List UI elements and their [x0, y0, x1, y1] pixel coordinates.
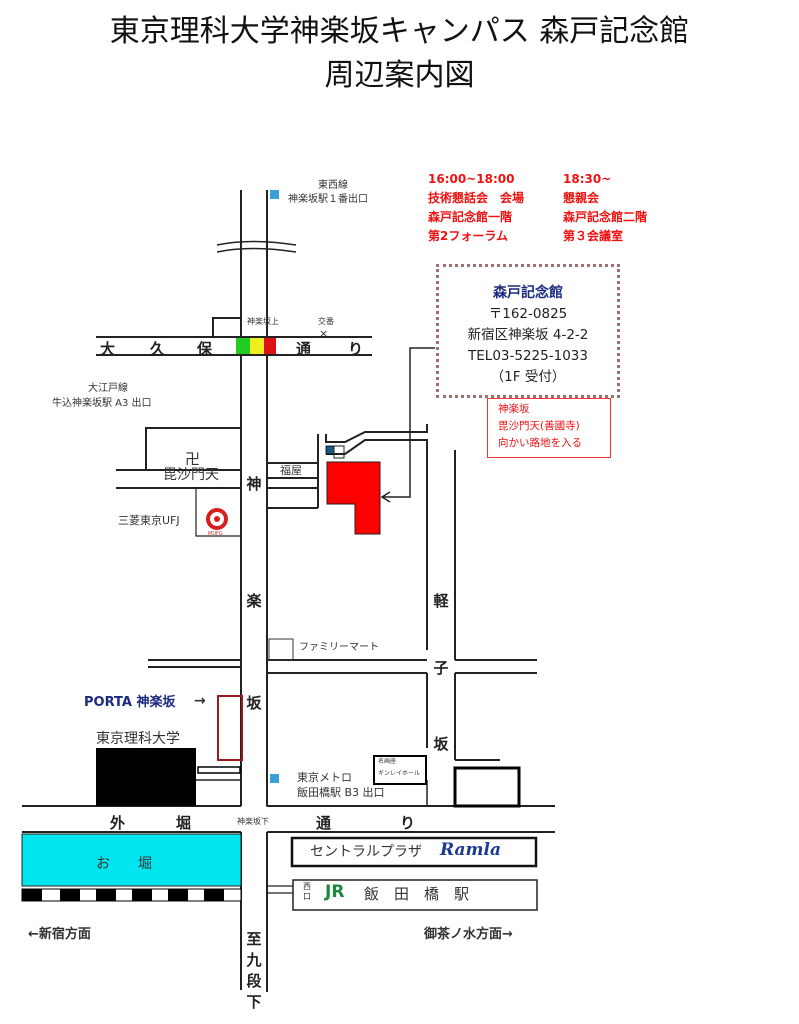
- kudan-char-3: 段: [246, 972, 262, 990]
- ginrei-hall-building: [373, 755, 427, 785]
- karuko-road-char-2: 子: [433, 659, 449, 677]
- kagurazaka-ue-label: 神楽坂上: [247, 317, 279, 326]
- plaza-label: セントラルプラザ: [310, 844, 422, 860]
- venue-name: 森戸記念館: [493, 285, 563, 301]
- traffic-light-red: [264, 338, 276, 354]
- mufg-logo-icon: [206, 508, 228, 530]
- moat-label: お 堀: [96, 856, 152, 872]
- jr-exit-label: 西口: [303, 882, 311, 901]
- session-1-room: 第2フォーラム: [428, 229, 508, 243]
- tozai-line-label: 東西線: [318, 180, 348, 191]
- porta-arrow-icon: →: [194, 693, 206, 709]
- ochanomizu-direction: 御茶ノ水方面→: [424, 927, 513, 942]
- session-2-room: 第３会議室: [563, 229, 624, 243]
- central-plaza-building: [290, 836, 538, 868]
- bishamonten-block: [145, 427, 241, 470]
- jr-logo-icon: JR: [325, 882, 345, 902]
- hall-label-1: 名画座: [378, 758, 397, 765]
- moat-area: [21, 833, 242, 887]
- session-1-time: 16:00~18:00: [428, 172, 515, 186]
- venue-tel: TEL03-5225-1033: [468, 348, 588, 364]
- kagurazaka-road-char-2: 楽: [246, 592, 262, 610]
- railway-track: [21, 888, 242, 902]
- okubo-road-char-3: 保: [197, 340, 213, 358]
- koban-marker-icon: ×: [319, 327, 329, 340]
- road-break-mark-bottom: [216, 247, 297, 253]
- porta-label: PORTA 神楽坂: [84, 695, 176, 710]
- karuko-road-char-1: 軽: [433, 592, 449, 610]
- okubo-road-char-5: り: [348, 340, 364, 358]
- sotobori-road-char-1: 外: [110, 814, 126, 832]
- session-2-place: 森戸記念館二階: [563, 210, 648, 224]
- kagurazaka-road-char-3: 坂: [246, 694, 262, 712]
- page-subtitle: 周辺案内図: [324, 58, 475, 93]
- subway-icon-metro: [270, 774, 279, 783]
- venue-building: [326, 461, 381, 535]
- kudan-char-4: 下: [246, 993, 262, 1011]
- bishamonten-icon: 卍: [185, 450, 201, 468]
- sotobori-road-char-3: 通: [316, 814, 332, 832]
- traffic-light-yellow: [250, 338, 264, 354]
- metro-exit-label: 飯田橋駅 B3 出口: [297, 786, 385, 799]
- hall-label-2: ギンレイホール: [378, 770, 421, 777]
- fukuya-label: 福屋: [280, 464, 302, 477]
- kudan-char-2: 九: [246, 951, 262, 969]
- shinjuku-direction: ←新宿方面: [28, 927, 91, 942]
- note-line-3: 向かい路地を入る: [498, 437, 582, 449]
- road-break-mark-top: [216, 240, 297, 246]
- karuko-road-char-3: 坂: [433, 735, 449, 753]
- iidabashi-station-label: 飯 田 橋 駅: [364, 885, 470, 903]
- kagurazaka-ue-side-street: [212, 317, 241, 337]
- sotobori-road-char-2: 堀: [176, 814, 192, 832]
- traffic-light: [236, 338, 276, 354]
- oedo-line-label: 大江戸線: [88, 383, 128, 394]
- familymart-building: [268, 638, 294, 661]
- okubo-road-char-1: 大: [100, 340, 116, 358]
- session-1-event: 技術懇話会 会場: [428, 191, 525, 205]
- venue-info-box: 森戸記念館 〒162-0825 新宿区神楽坂 4-2-2 TEL03-5225-…: [436, 264, 620, 398]
- bank-label: 三菱東京UFJ: [118, 514, 180, 527]
- page-title: 東京理科大学神楽坂キャンパス 森戸記念館: [109, 14, 690, 49]
- tus-label: 東京理科大学: [96, 731, 180, 747]
- venue-address: 新宿区神楽坂 4-2-2: [467, 327, 589, 343]
- note-line-1: 神楽坂: [498, 403, 530, 415]
- subway-icon-tozai: [270, 190, 279, 199]
- kagurazaka-shita-label: 神楽坂下: [237, 817, 269, 826]
- schedule-session-2: 18:30~ 懇親会 森戸記念館二階 第３会議室: [563, 170, 647, 246]
- kagurazaka-road-char-1: 神: [246, 475, 262, 493]
- sotobori-road-char-4: り: [400, 814, 416, 832]
- okubo-road-char-4: 通: [296, 340, 312, 358]
- iidabashi-station-building: [292, 879, 538, 911]
- koban-label: 交番: [318, 317, 334, 326]
- okubo-road-char-2: 久: [150, 340, 166, 358]
- venue-reception: （1F 受付）: [490, 369, 566, 385]
- note-line-2: 毘沙門天(善國寺): [498, 420, 580, 432]
- schedule-session-1: 16:00~18:00 技術懇話会 会場 森戸記念館一階 第2フォーラム: [428, 170, 524, 246]
- familymart-label: ファミリーマート: [299, 642, 379, 653]
- metro-line-label: 東京メトロ: [297, 771, 352, 784]
- oedo-exit-label: 牛込神楽坂駅 A3 出口: [52, 398, 152, 409]
- traffic-light-green: [236, 338, 250, 354]
- kudan-char-1: 至: [246, 930, 262, 948]
- session-2-event: 懇親会: [563, 191, 600, 205]
- session-2-time: 18:30~: [563, 172, 612, 186]
- directions-note: 神楽坂 毘沙門天(善國寺) 向かい路地を入る: [487, 398, 611, 458]
- bank-logo-text: MUFG: [208, 531, 223, 537]
- entrance-marker: [325, 445, 335, 455]
- bishamonten-label: 毘沙門天: [163, 467, 219, 483]
- tozai-exit-label: 神楽坂駅１番出口: [288, 194, 368, 205]
- session-1-place: 森戸記念館一階: [428, 210, 513, 224]
- venue-postal: 〒162-0825: [488, 306, 568, 322]
- tus-building-2: [145, 783, 196, 806]
- ramla-logo: Ramla: [440, 840, 501, 860]
- building-karuko: [453, 766, 521, 808]
- porta-building: [217, 695, 243, 761]
